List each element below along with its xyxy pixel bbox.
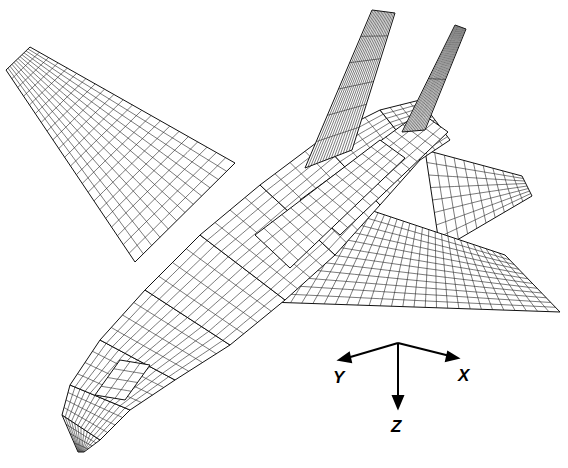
mesh-lines bbox=[308, 10, 394, 167]
mesh-panel bbox=[402, 25, 466, 132]
mesh-lines bbox=[404, 25, 466, 132]
mesh-lines bbox=[101, 362, 144, 399]
mesh-panel bbox=[305, 10, 395, 168]
mesh-panel bbox=[95, 360, 150, 400]
axis-triad bbox=[339, 343, 458, 408]
mesh-panel bbox=[255, 140, 405, 268]
mesh-lines bbox=[8, 49, 227, 254]
mesh-lines bbox=[427, 153, 531, 245]
mesh-panel bbox=[6, 47, 235, 262]
axis-label: Z bbox=[391, 418, 401, 435]
axis-label: Y bbox=[333, 369, 344, 386]
axis-label: X bbox=[458, 367, 469, 384]
mesh-group bbox=[6, 10, 560, 452]
mesh-lines bbox=[264, 145, 399, 261]
